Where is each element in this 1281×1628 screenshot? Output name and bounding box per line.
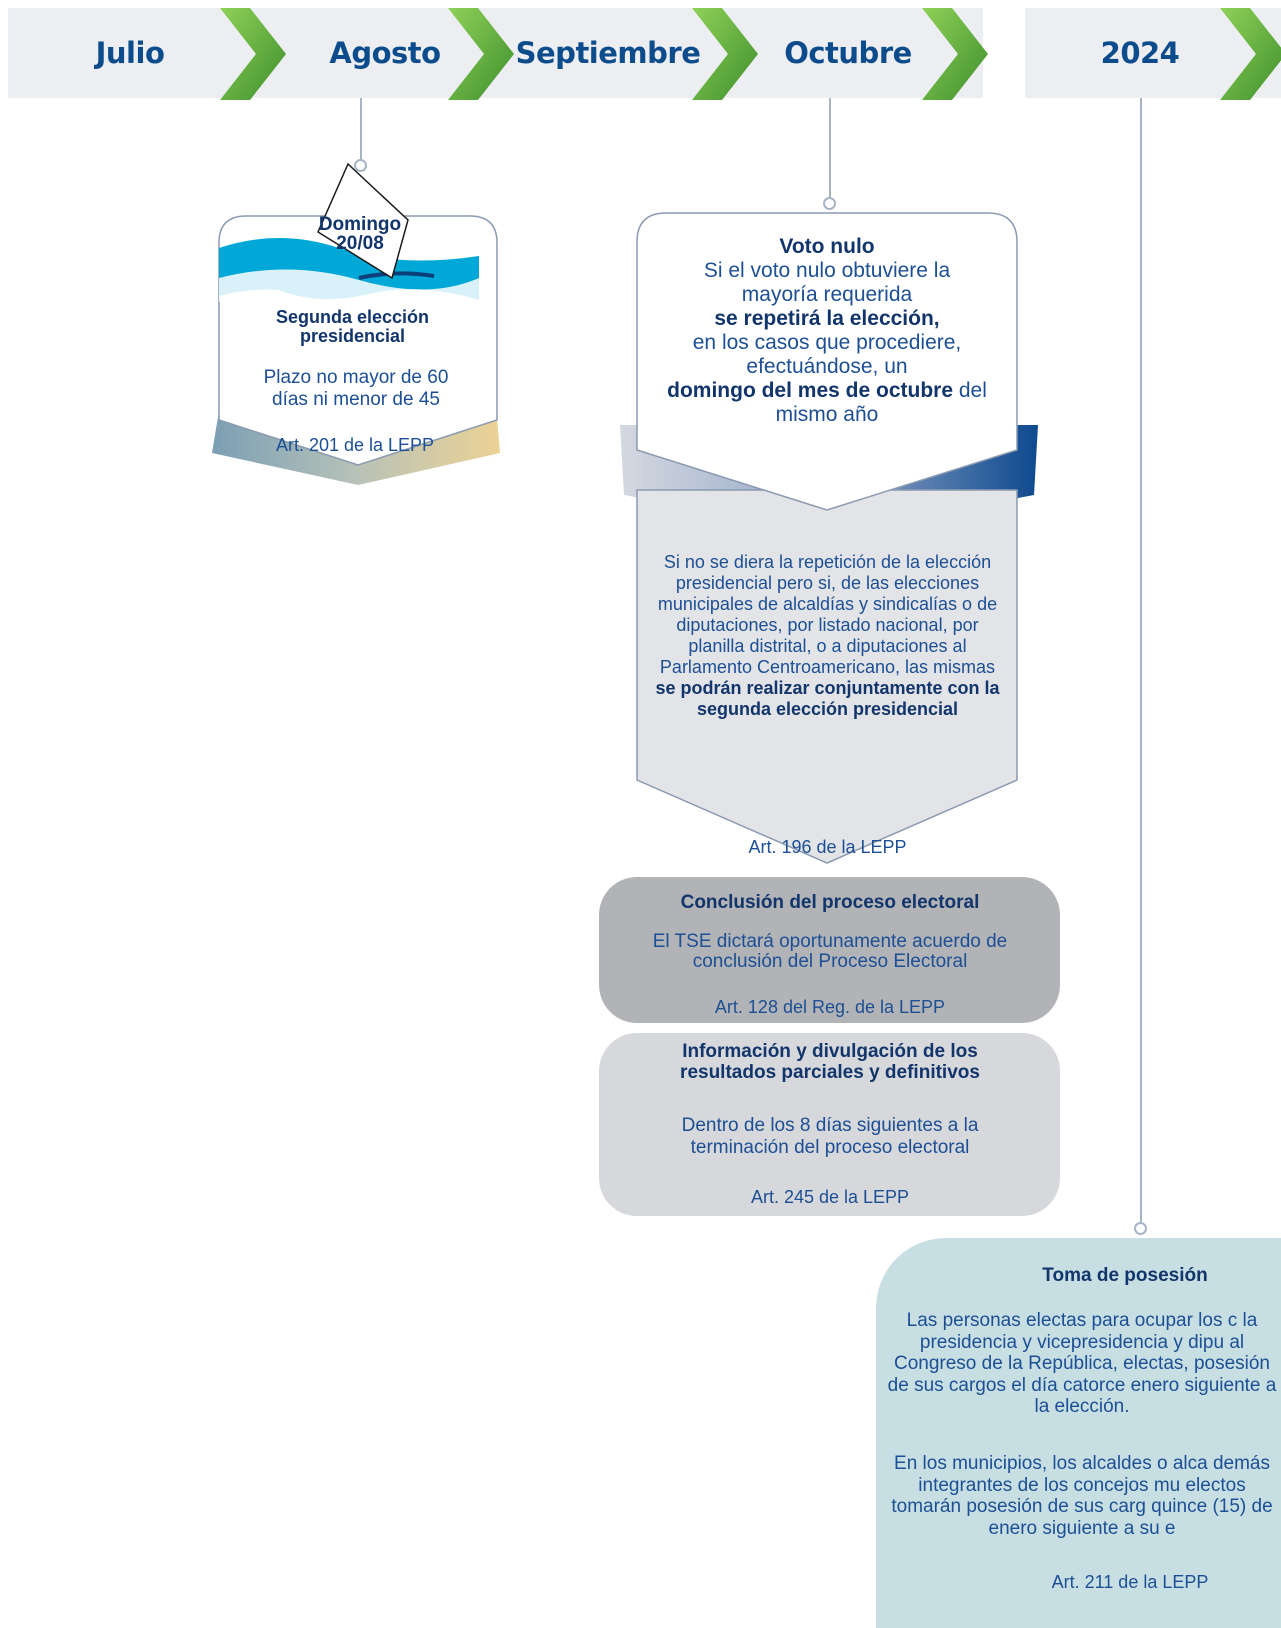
connector-line [1140,98,1142,1223]
segunda-eleccion-ref: Art. 201 de la LEPP [275,435,435,455]
voto-nulo-text: Voto nulo Si el voto nulo obtuviere la m… [640,235,1014,427]
chevron-arrow-icon [1220,8,1281,100]
conclusion-body: El TSE dictará oportunamente acuerdo de … [652,931,1008,972]
voto-nulo-line-6: del [953,379,987,402]
divulgacion-card [599,1033,1060,1216]
month-septiembre: Septiembre [515,36,701,70]
ballot-wave-icon [219,238,479,307]
divulgacion-title: Información y divulgación de los resulta… [680,1041,980,1083]
month-julio: Julio [95,36,165,70]
voto-nulo-title: Voto nulo [779,235,875,258]
voto-nulo-line-7: mismo año [775,403,879,426]
voto-nulo-line-2: mayoría requerida [741,283,913,306]
segunda-eleccion-body: Plazo no mayor de 60 días ni menor de 45 [263,367,449,410]
conclusion-ref: Art. 128 del Reg. de la LEPP [714,997,946,1017]
conclusion-title: Conclusión del proceso electoral [680,892,980,913]
month-2024: 2024 [1100,36,1180,70]
ballot-paper-icon [317,162,409,280]
election-date-day: Domingo [318,214,402,235]
month-agosto: Agosto [329,36,441,70]
voto-nulo-line-1: Si el voto nulo obtuviere la [703,259,951,282]
toma-posesion-card [876,1238,1281,1628]
voto-nulo-card [636,212,1018,511]
divulgacion-ref: Art. 245 de la LEPP [750,1187,910,1207]
toma-posesion-body-2: En los municipios, los alcaldes o alca d… [891,1453,1273,1539]
connector-node [823,197,836,210]
toma-posesion-ref: Art. 211 de la LEPP [1051,1572,1209,1592]
chevron-arrow-icon [448,8,514,100]
repeticion-text: Si no se diera la repetición de la elecc… [655,552,1000,720]
voto-nulo-highlight: domingo del mes de octubre [667,379,953,402]
chevron-arrow-icon [692,8,758,100]
connector-node [1134,1222,1147,1235]
connector-line [360,98,362,160]
conclusion-card [599,877,1060,1023]
divulgacion-body: Dentro de los 8 días siguientes a la ter… [681,1115,979,1158]
connector-node [354,159,367,172]
election-date: Domingo 20/08 [300,215,420,253]
voto-nulo-line-3: se repetirá la elección, [714,307,940,330]
connector-line [829,98,831,198]
toma-posesion-title: Toma de posesión [1042,1265,1208,1286]
toma-posesion-body-1: Las personas electas para ocupar los c l… [887,1310,1277,1417]
repeticion-ref: Art. 196 de la LEPP [748,837,907,857]
repeticion-highlight: se podrán realizar conjuntamente con la … [655,678,1000,719]
voto-nulo-line-4: en los casos que procediere, [692,331,962,354]
chevron-arrow-icon [922,8,988,100]
repeticion-body: Si no se diera la repetición de la elecc… [657,552,998,677]
segunda-eleccion-title: Segunda elección presidencial [275,307,430,346]
chevron-arrow-icon [220,8,286,100]
voto-nulo-line-5: efectuándose, un [746,355,908,378]
repeticion-card [636,489,1018,864]
month-octubre: Octubre [784,36,912,70]
election-date-number: 20/08 [336,233,384,254]
